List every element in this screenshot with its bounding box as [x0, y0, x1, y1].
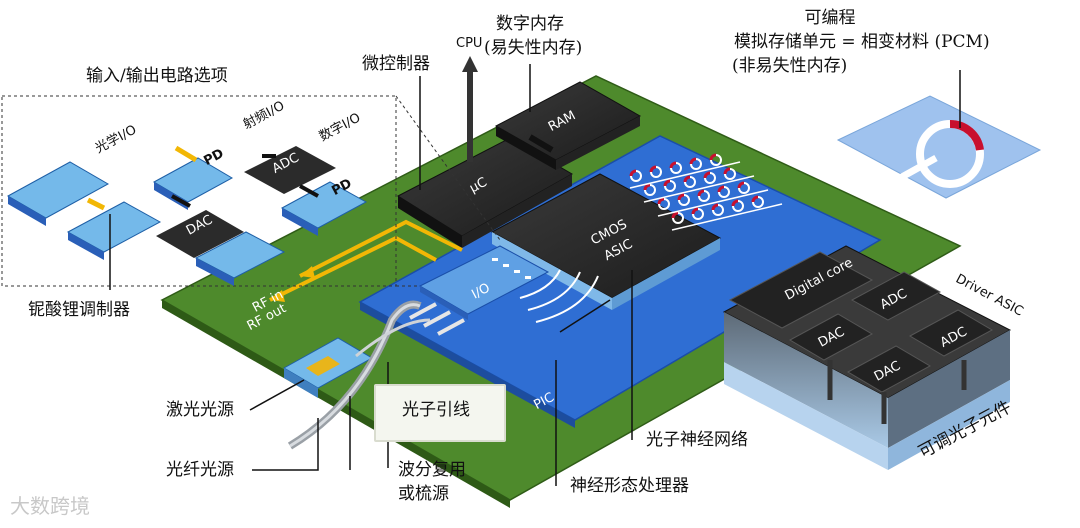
- photonic-wirebond-highlight: [374, 384, 506, 442]
- driver-asic-left: [724, 312, 888, 448]
- pcm-ring-cell: [711, 203, 719, 211]
- pcm-ring-cell: [657, 197, 665, 205]
- pcm-ring-cell: [709, 153, 717, 161]
- bus-waveguide: [657, 189, 769, 217]
- io-option-chips: [6, 146, 368, 286]
- pcm-ring-cell: [669, 161, 677, 169]
- fiber-source-label: 光纤光源: [166, 460, 234, 480]
- driver-subchips: [728, 251, 994, 393]
- driver-asic-right: [888, 330, 1010, 448]
- photonic-wirebond-label: 光子引线: [402, 400, 470, 420]
- pcm-ring-array: [629, 153, 783, 231]
- io-options-title: 输入/输出电路选项: [86, 66, 228, 86]
- pcm-inset: [836, 95, 1042, 199]
- programmable-line3: (非易失性内存): [732, 56, 848, 76]
- io-chip: [418, 245, 550, 315]
- pic-layer-edge: [360, 302, 575, 428]
- programmable-line1: 可编程: [804, 8, 856, 28]
- bus-waveguide: [629, 161, 741, 189]
- pcm-ring-cell: [697, 189, 705, 197]
- programmable-line2: 模拟存储单元 = 相变材料 (PCM): [734, 32, 990, 52]
- microcontroller-label: 微控制器: [362, 54, 430, 74]
- watermark: 大数跨境: [10, 494, 90, 518]
- wdm-line1: 波分复用: [398, 460, 466, 480]
- driver-vias: [827, 360, 967, 424]
- io-yellow-arrows: [86, 145, 198, 211]
- pcm-ring-cell: [643, 183, 651, 191]
- pcm-ring-cell: [629, 169, 637, 177]
- laser-source-label: 激光光源: [166, 400, 234, 420]
- pcm-ring-cell: [677, 193, 685, 201]
- bus-waveguide: [643, 175, 755, 203]
- pic-waveguides: [409, 302, 465, 336]
- pcm-ring-cell: [683, 175, 691, 183]
- pcm-ring-cell: [703, 171, 711, 179]
- wdm-line2: 或梳源: [398, 484, 449, 504]
- io-pins: [492, 258, 531, 279]
- pointer-lines: [249, 64, 633, 486]
- pcm-ring-cell: [737, 181, 745, 189]
- wirebond: [355, 318, 431, 358]
- pcm-ring-cell: [689, 157, 697, 165]
- pcm-ring-cell: [691, 207, 699, 215]
- pcm-ring-cell: [649, 165, 657, 173]
- light-waves: [519, 269, 599, 323]
- digital-memory-line2: (易失性内存): [484, 38, 583, 58]
- linbo3-label: 铌酸锂调制器: [28, 300, 130, 320]
- bus-waveguide: [671, 203, 783, 231]
- io-black-arrows: [171, 154, 319, 208]
- pcm-ring-cell: [751, 195, 759, 203]
- pcm-ring-cell: [717, 185, 725, 193]
- pcm-ring-cell: [731, 199, 739, 207]
- photonic-nn-label: 光子神经网络: [646, 430, 748, 450]
- pcm-inset-ring: [880, 119, 984, 192]
- io-options-box: [1, 95, 397, 287]
- ram-uc-link: [528, 134, 554, 153]
- digital-memory-line1: 数字内存: [496, 14, 564, 34]
- pcb-board-edge: [162, 300, 510, 508]
- pcm-ring-cell: [723, 167, 731, 175]
- neuromorphic-label: 神经形态处理器: [570, 476, 689, 496]
- pcm-ring-cell: [663, 179, 671, 187]
- cpu-label: CPU: [456, 36, 483, 51]
- pcm-ring-cell: [671, 211, 679, 219]
